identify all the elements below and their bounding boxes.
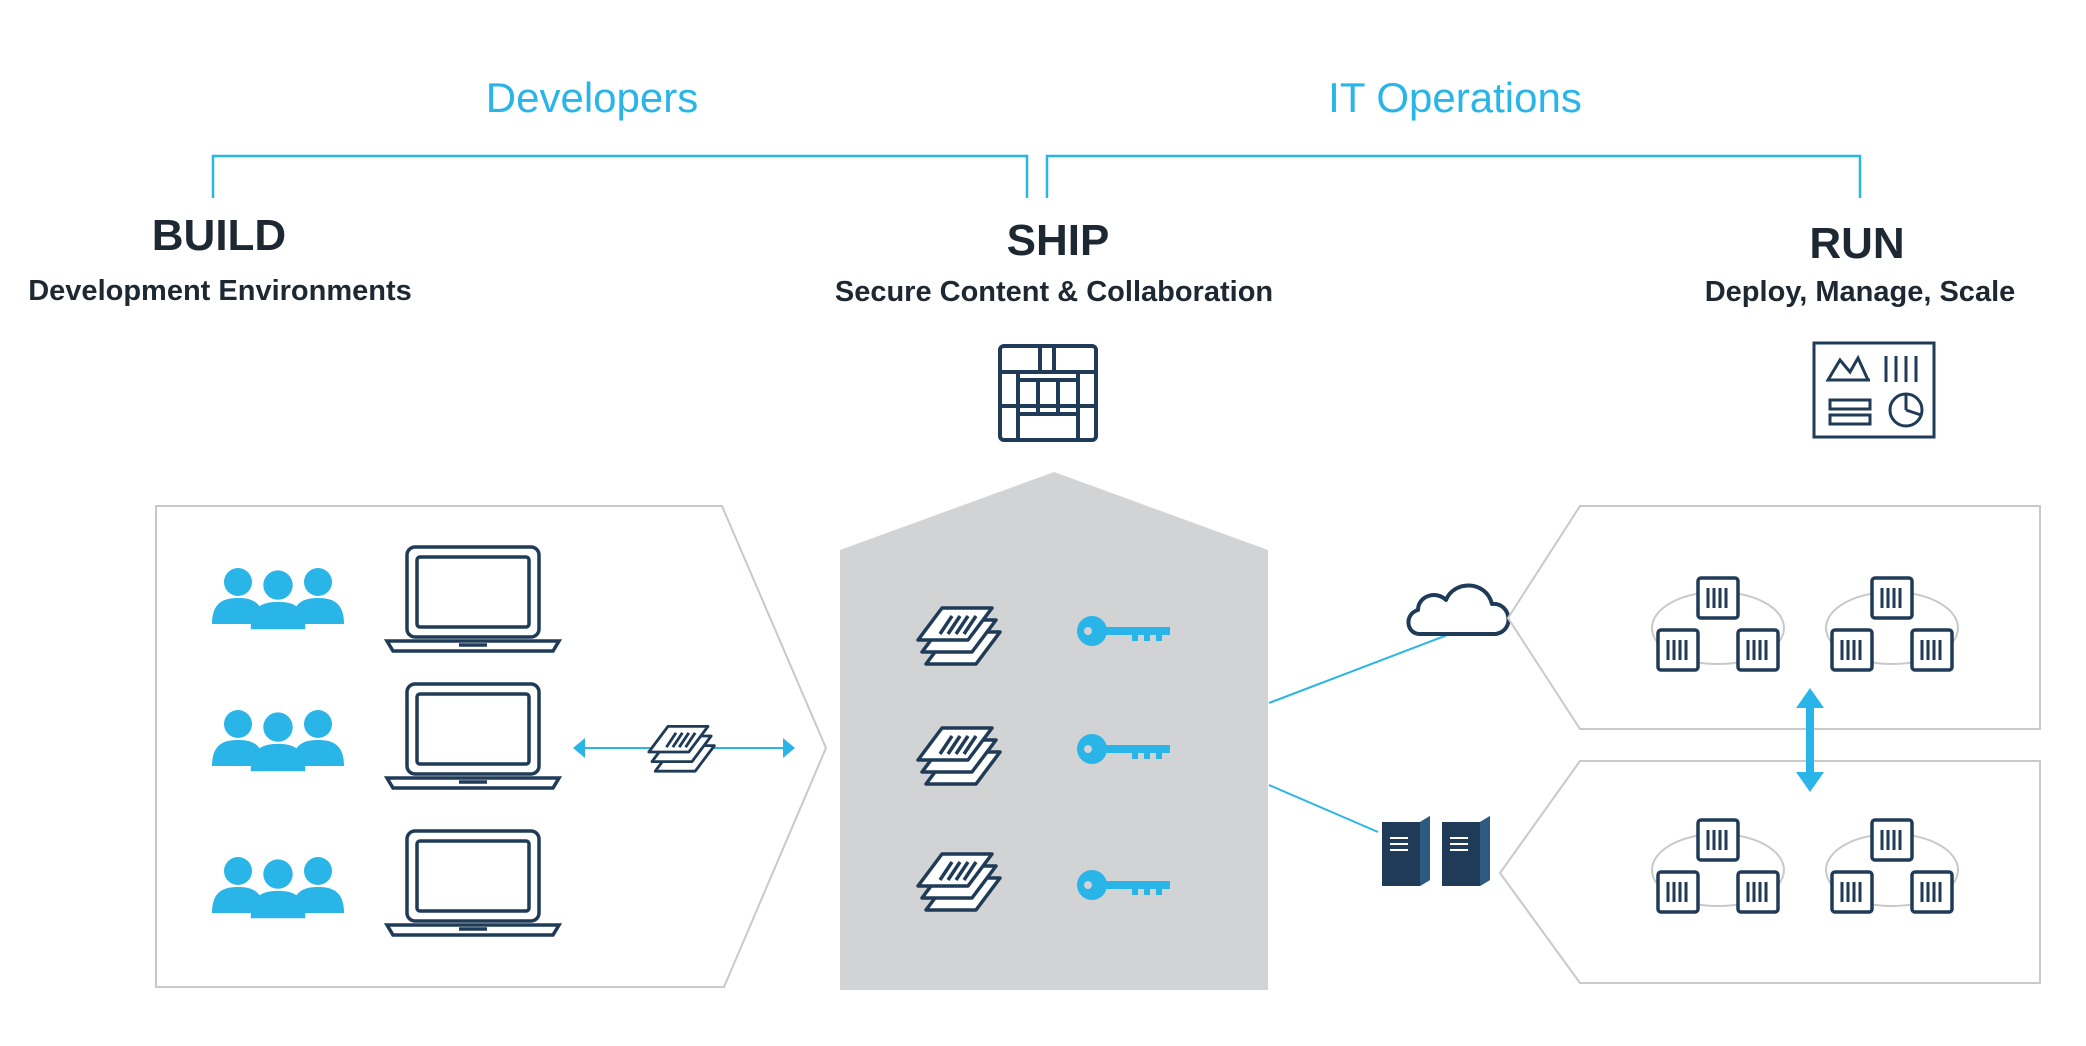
dashboard-icon bbox=[1812, 341, 1936, 439]
cloud-icon bbox=[1406, 583, 1511, 636]
it-operations-label: IT Operations bbox=[1328, 74, 1582, 121]
run-subtitle: Deploy, Manage, Scale bbox=[1705, 276, 2016, 308]
ship-subtitle: Secure Content & Collaboration bbox=[835, 276, 1273, 308]
ship-title: SHIP bbox=[1007, 216, 1110, 265]
developers-label: Developers bbox=[486, 74, 698, 121]
cloud-cluster-panel bbox=[1506, 505, 2041, 730]
run-title: RUN bbox=[1809, 219, 1904, 268]
vertical-double-arrow-icon bbox=[1796, 688, 1824, 792]
server-connector bbox=[1268, 784, 1379, 833]
build-title: BUILD bbox=[152, 211, 286, 260]
server-icon bbox=[1381, 815, 1491, 887]
registry-icon bbox=[998, 344, 1098, 442]
build-subtitle: Development Environments bbox=[28, 275, 412, 307]
developers-bracket bbox=[211, 154, 1029, 198]
cloud-connector bbox=[1268, 633, 1451, 704]
ship-registry-panel bbox=[840, 472, 1268, 990]
it-operations-bracket bbox=[1045, 154, 1862, 198]
